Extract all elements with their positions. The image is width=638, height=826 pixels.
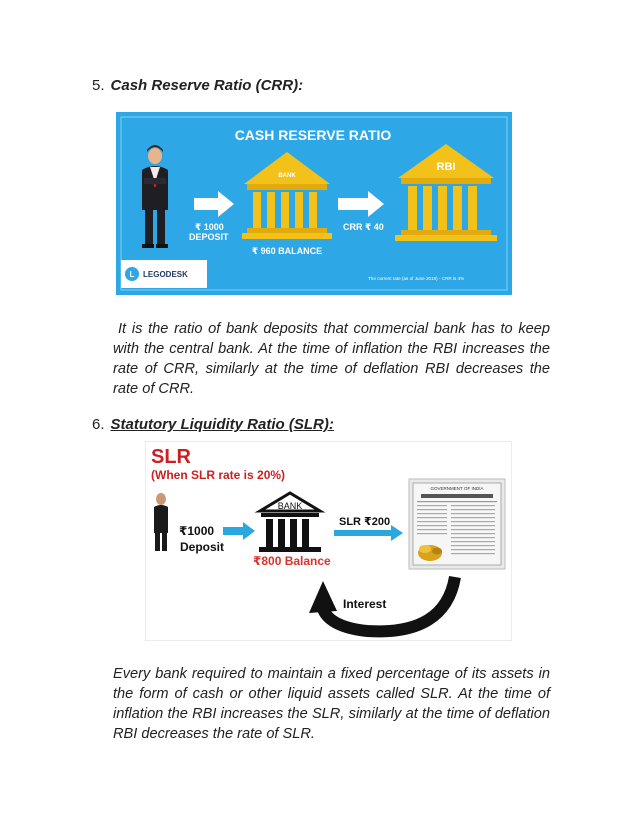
slr-heading-title: Statutory Liquidity Ratio (SLR): [110, 416, 334, 433]
deposit-arrow-icon [223, 522, 255, 540]
interest-label: Interest [343, 597, 386, 611]
slr-figure-subtitle: (When SLR rate is 20%) [151, 468, 285, 482]
crr-balance-label: ₹ 960 BALANCE [252, 246, 322, 256]
slr-figure: SLR (When SLR rate is 20%) ₹1000 Deposit… [145, 441, 512, 641]
businessman-icon [142, 145, 168, 248]
crr-deposit-amount: ₹ 1000 [195, 222, 224, 232]
slr-amount-label: SLR ₹200 [339, 516, 390, 528]
slr-bank-label: BANK [278, 501, 303, 511]
crr-amount-label: CRR ₹ 40 [343, 222, 384, 232]
slr-heading: 6. Statutory Liquidity Ratio (SLR): [92, 416, 334, 433]
slr-arrow-icon [334, 525, 403, 541]
crr-paragraph: It is the ratio of bank deposits that co… [113, 319, 550, 399]
deposit-arrow-icon [194, 191, 234, 217]
interest-arrowhead-icon [309, 581, 337, 613]
legodesk-logo-text: LEGODESK [143, 270, 188, 279]
document-header: GOVERNMENT OF INDIA [431, 486, 484, 491]
bank-building-icon [254, 491, 326, 552]
crr-deposit-label: DEPOSIT [189, 232, 229, 242]
legodesk-logo-icon [125, 267, 139, 281]
crr-heading-number: 5. [92, 77, 105, 94]
crr-figure: CASH RESERVE RATIO ₹ 1000 DEPOSIT [116, 112, 512, 295]
slr-balance-label: ₹800 Balance [253, 554, 331, 568]
interest-arrow-icon [317, 575, 461, 638]
slr-deposit-label: Deposit [180, 540, 224, 554]
slr-figure-title: SLR [151, 446, 192, 468]
crr-figure-title: CASH RESERVE RATIO [235, 127, 392, 143]
crr-heading: 5. Cash Reserve Ratio (CRR): [92, 77, 303, 94]
crr-heading-title: Cash Reserve Ratio (CRR): [110, 77, 304, 94]
crr-bank-label: BANK [278, 173, 296, 179]
svg-text:L: L [130, 270, 135, 279]
crr-infographic: CASH RESERVE RATIO ₹ 1000 DEPOSIT [116, 112, 512, 295]
government-document-icon [408, 478, 506, 570]
crr-inner-border [120, 116, 508, 291]
slr-deposit-amount: ₹1000 [179, 524, 214, 538]
businessman-icon [154, 493, 168, 551]
crr-paragraph-text: It is the ratio of bank deposits that co… [113, 321, 550, 397]
crr-arrow-icon [338, 191, 384, 217]
slr-infographic: SLR (When SLR rate is 20%) ₹1000 Deposit… [145, 441, 512, 641]
bank-building-icon [242, 152, 332, 239]
crr-footnote: The current rate (as of June 2018) - CRR… [368, 276, 464, 281]
rbi-building-icon [395, 144, 497, 241]
slr-paragraph: Every bank required to maintain a fixed … [113, 666, 550, 742]
rbi-label: RBI [437, 161, 456, 173]
slr-heading-number: 6. [92, 416, 105, 433]
